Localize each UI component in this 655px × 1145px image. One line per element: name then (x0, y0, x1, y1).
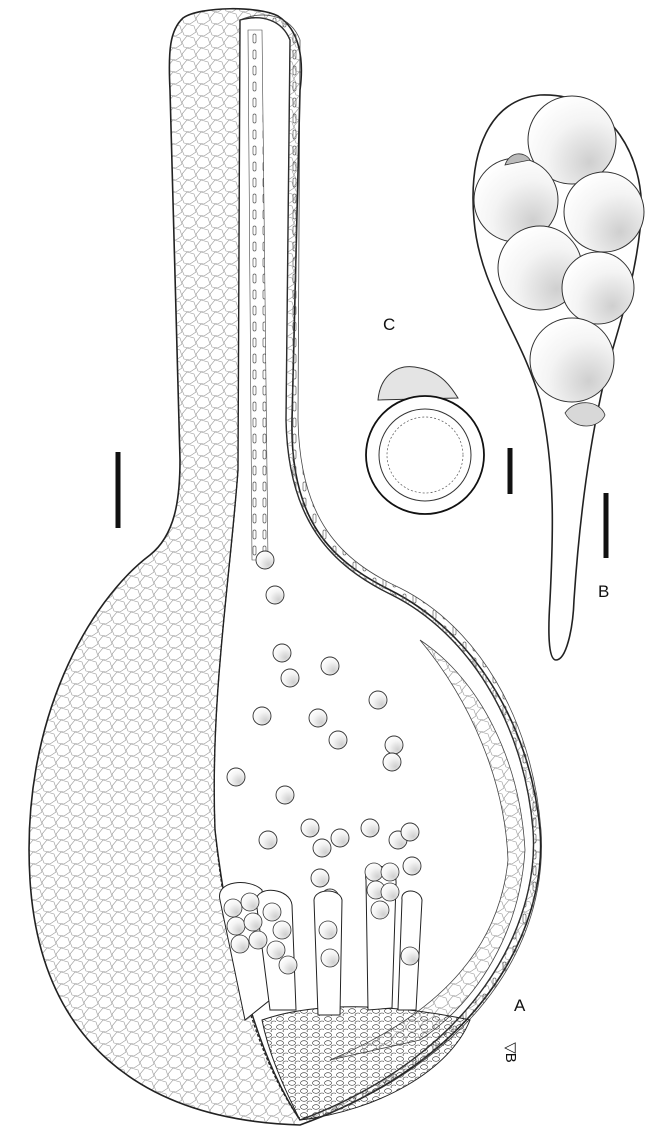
panel-label-a: A (514, 996, 525, 1016)
orientation-marker: ▽B (502, 1042, 520, 1062)
ascus-with-spores (473, 95, 644, 660)
spore-cross-section (366, 367, 484, 514)
perithecium-section (29, 9, 542, 1125)
panel-label-b: B (598, 582, 609, 602)
panel-label-c: C (383, 315, 395, 335)
basal-tissue (262, 1007, 470, 1120)
